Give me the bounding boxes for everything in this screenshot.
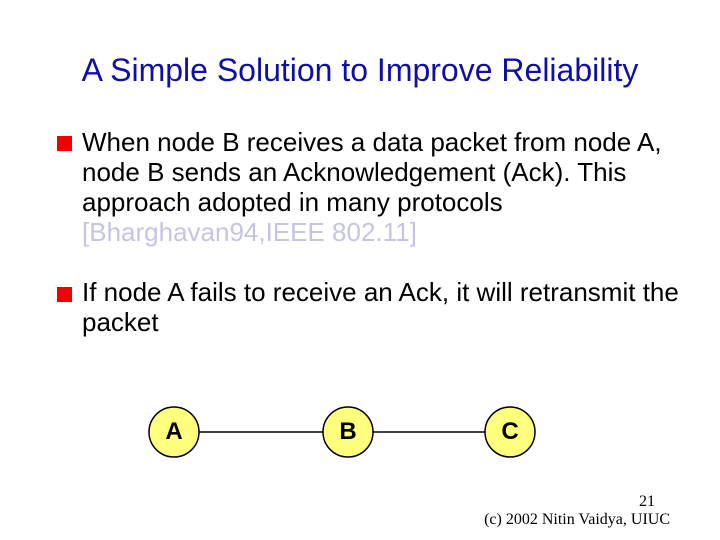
node-label-a: A: [165, 418, 182, 445]
bullet-2-text: If node A fails to receive an Ack, it wi…: [82, 277, 679, 337]
bullet-1-text: When node B receives a data packet from …: [82, 127, 672, 247]
citation-text: [Bharghavan94,IEEE 802.11]: [82, 217, 417, 247]
node-label-b: B: [339, 418, 356, 445]
bullet-text-line: packet: [82, 307, 159, 337]
node-label-c: C: [501, 418, 518, 445]
bullet-square-icon: [57, 287, 72, 302]
network-diagram: A B C: [148, 406, 536, 458]
node-circle-b: [322, 406, 374, 458]
page-number: 21: [639, 493, 655, 510]
node-circle-a: [148, 406, 200, 458]
node-circle-c: [484, 406, 536, 458]
bullet-square-icon: [57, 136, 72, 151]
bullet-text-line: If node A fails to receive an Ack, it wi…: [82, 277, 679, 307]
bullet-text-line: When node B receives a data packet from …: [82, 127, 662, 157]
bullet-text-line: node B sends an Acknowledgement (Ack). T…: [82, 157, 627, 187]
copyright-text: (c) 2002 Nitin Vaidya, UIUC: [484, 511, 670, 528]
slide-title: A Simple Solution to Improve Reliability: [81, 52, 639, 88]
bullet-text-line: approach adopted in many protocols: [82, 187, 503, 217]
